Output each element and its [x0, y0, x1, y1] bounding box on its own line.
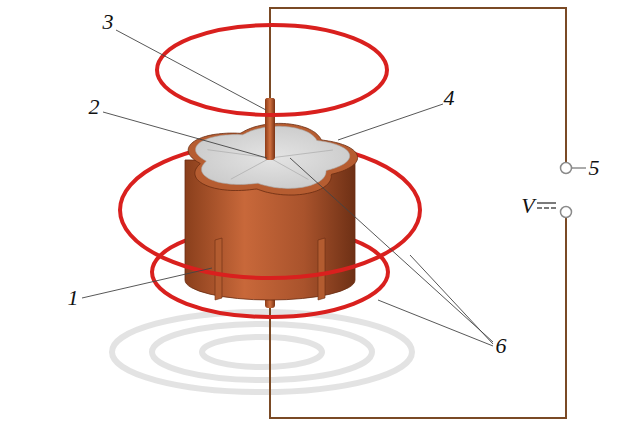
callout-number: 3	[102, 11, 115, 33]
callout-number: 6	[495, 335, 508, 357]
callout-number: 1	[67, 287, 80, 309]
container-fins	[215, 238, 325, 300]
callout-number: 4	[443, 87, 456, 109]
central-rod-top	[265, 98, 275, 160]
callout-number: 2	[88, 96, 101, 118]
callout-number: 5	[588, 157, 601, 179]
powder-seam	[207, 150, 270, 158]
coil-front	[120, 70, 420, 317]
dc-source	[537, 163, 572, 218]
voltage-symbol: V	[520, 195, 535, 217]
floor-shadow	[112, 312, 412, 392]
powder-seam	[270, 150, 333, 158]
powder-seam	[231, 158, 270, 179]
powder-seam	[270, 158, 308, 180]
leader-lines	[82, 30, 586, 346]
